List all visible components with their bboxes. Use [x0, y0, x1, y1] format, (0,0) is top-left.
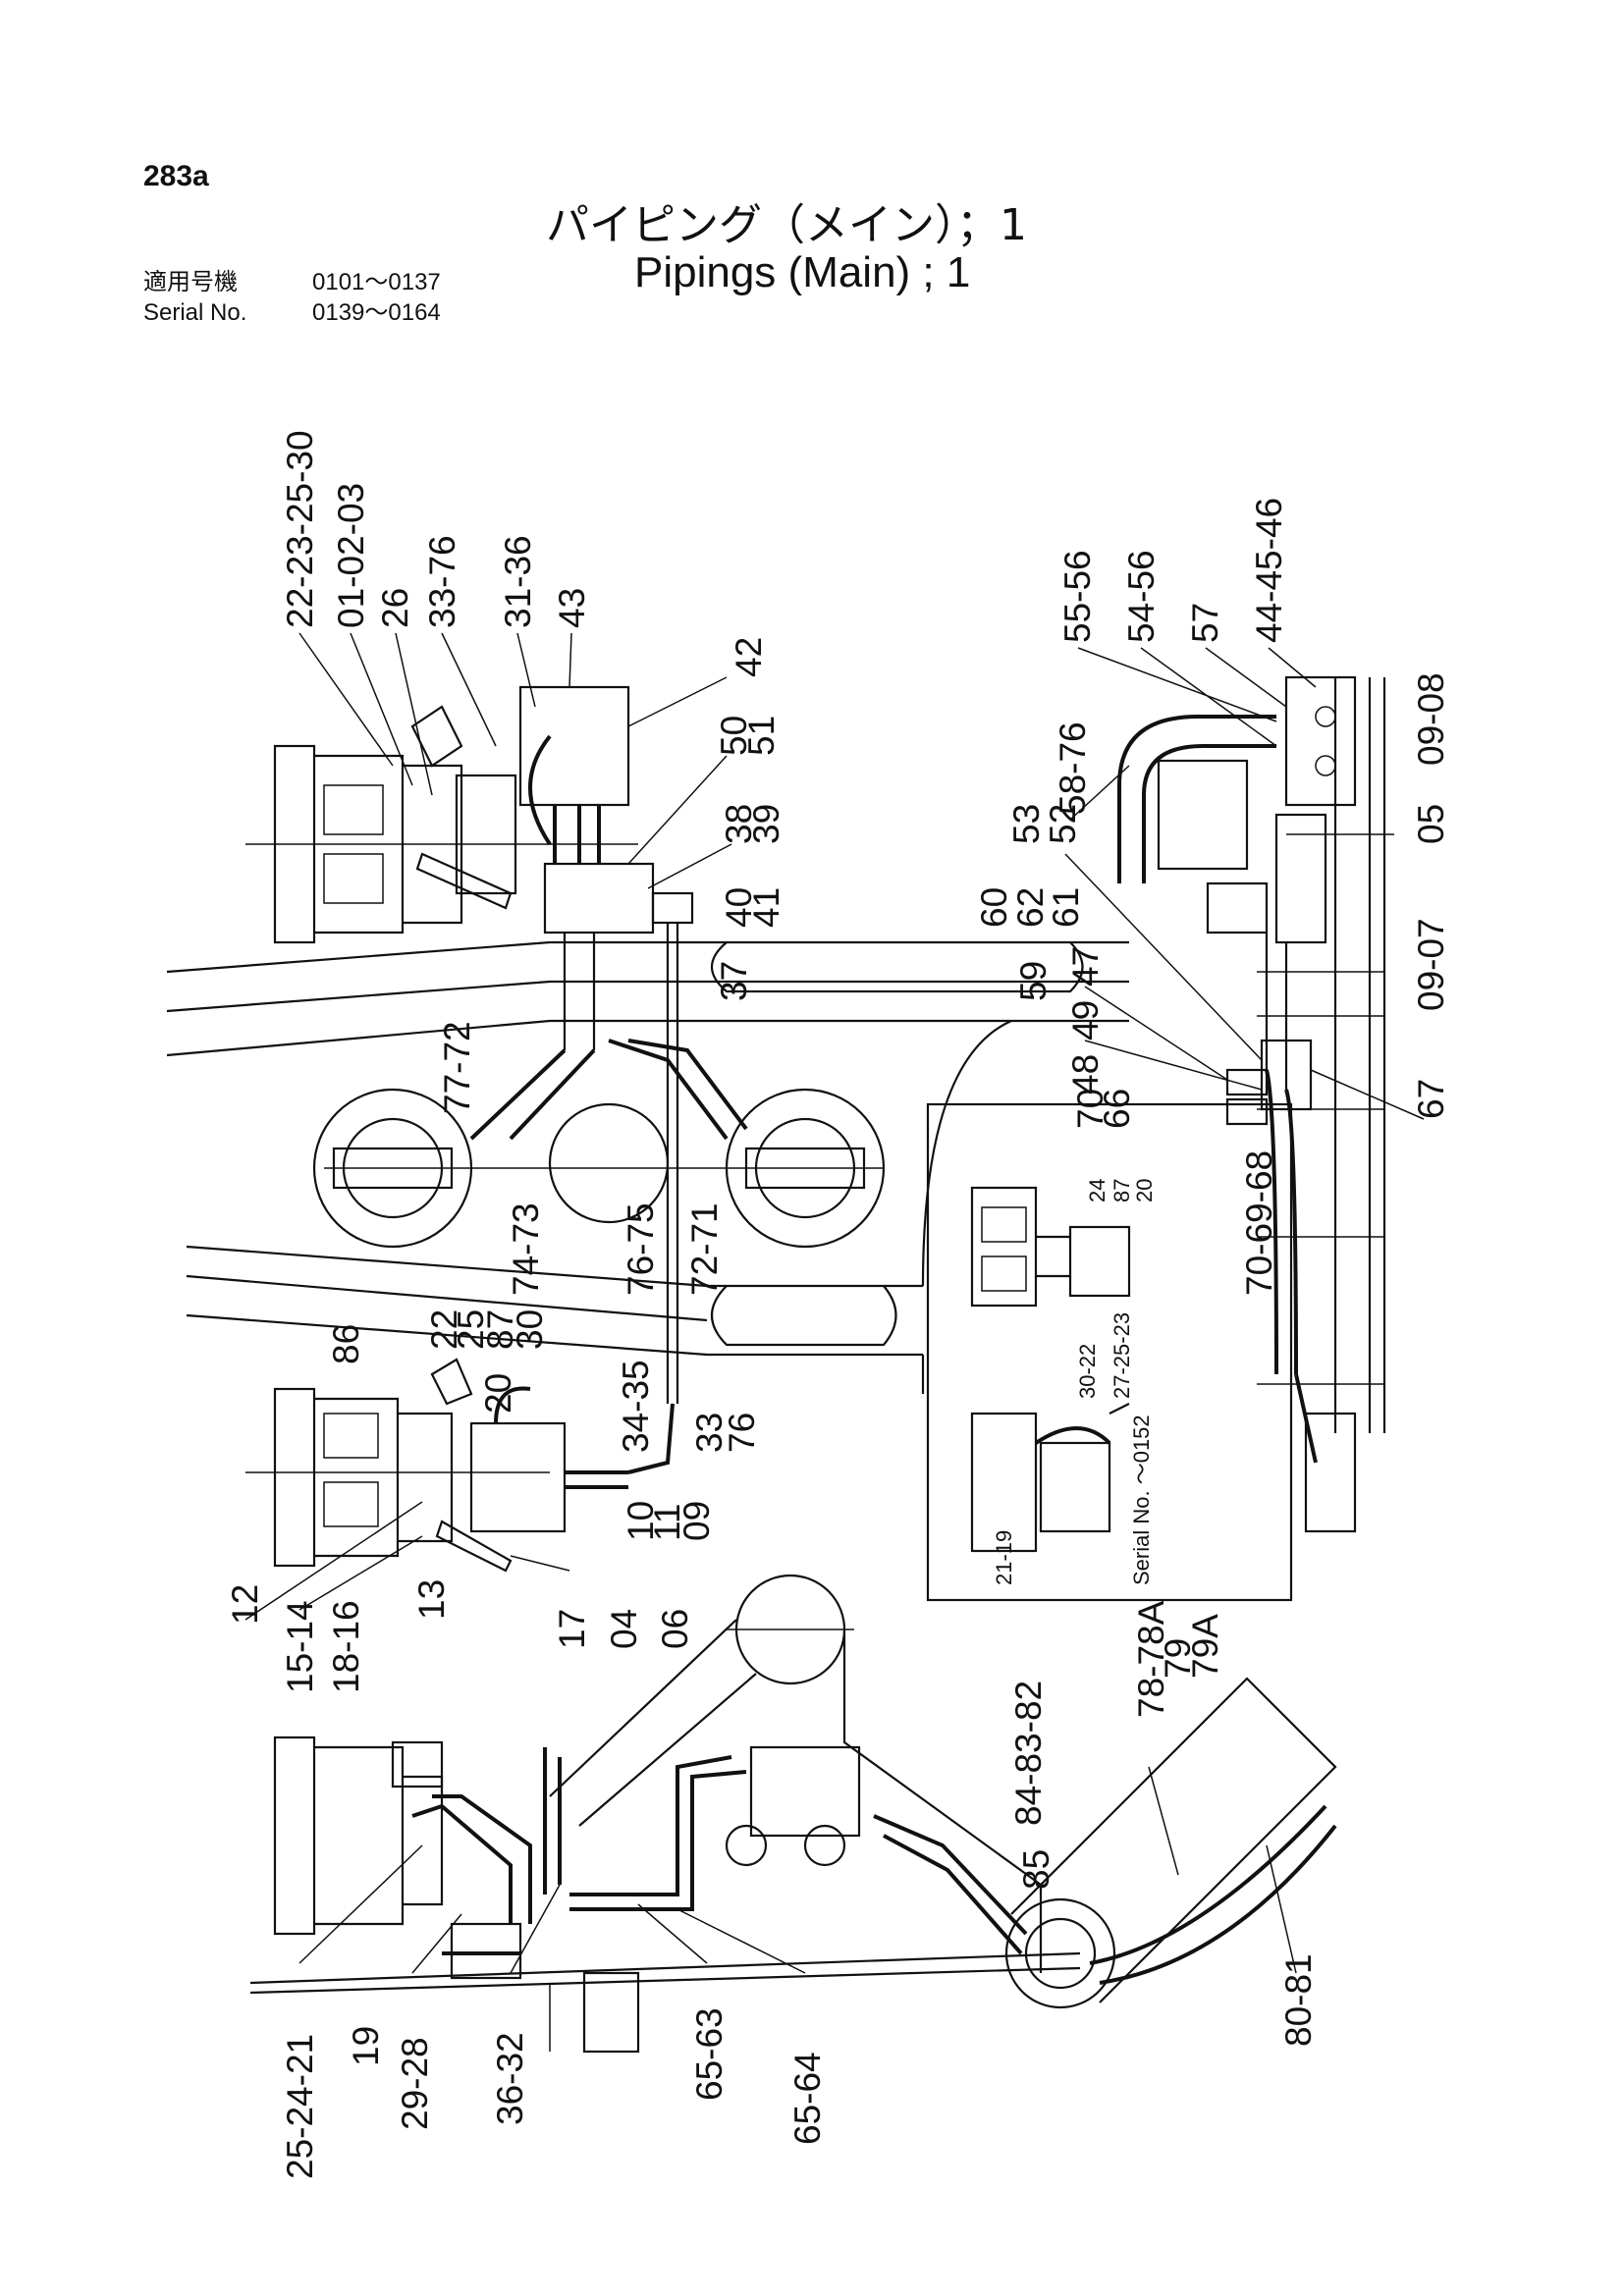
callout-20: 20 [478, 1373, 518, 1414]
page-title-english: Pipings (Main) ; 1 [634, 248, 971, 296]
callout-29-28: 29-28 [395, 2037, 435, 2130]
callout-05: 05 [1411, 804, 1451, 844]
callout-85: 85 [1016, 1849, 1056, 1890]
callout-50: 50 [714, 716, 754, 756]
callout-04: 04 [604, 1609, 644, 1649]
callout-25-24-21: 25-24-21 [280, 2034, 320, 2179]
upper-pump-assembly [245, 685, 694, 1404]
callout-15-14: 15-14 [280, 1600, 320, 1693]
callout-13: 13 [411, 1579, 452, 1620]
callouts-top-right: 55-56 54-56 57 44-45-46 58-76 09-08 05 5… [974, 498, 1451, 1296]
callout-80-81: 80-81 [1278, 1953, 1319, 2047]
page-title-japanese: パイピング（メイン）；1 [546, 200, 1027, 250]
callout-87: 87 [480, 1309, 520, 1350]
callout-44-45-46: 44-45-46 [1249, 498, 1289, 643]
inset-serial-note: Serial No. ～0152 [1129, 1415, 1154, 1585]
callouts-mid-left: 86 22 25 87 30 20 34-35 33 76 10 11 09 1… [225, 1309, 762, 1693]
callout-72-71: 72-71 [684, 1202, 725, 1296]
callout-65-64: 65-64 [787, 2052, 828, 2145]
callout-76-75: 76-75 [621, 1202, 661, 1296]
callout-18-16: 18-16 [326, 1600, 366, 1693]
callout-09-08: 09-08 [1411, 672, 1451, 766]
callout-37: 37 [714, 961, 754, 1001]
lower-assembly [249, 1574, 1337, 2054]
frame-lines [166, 677, 1386, 1433]
callout-38: 38 [719, 804, 759, 844]
callout-51: 51 [741, 716, 782, 756]
serial-range-1: 0101～0137 [312, 269, 441, 295]
callout-43: 43 [552, 588, 592, 628]
callout-55-56: 55-56 [1057, 550, 1098, 643]
serial-label-english: Serial No. [143, 299, 247, 326]
callout-78-78A: 78-78A [1131, 1600, 1171, 1718]
travel-motors [312, 933, 886, 1249]
callout-66: 66 [1097, 1089, 1137, 1129]
callout-30: 30 [510, 1309, 550, 1350]
inset-callout-24: 24 [1085, 1179, 1109, 1202]
callout-52: 52 [1043, 804, 1083, 844]
callout-22-23-25-30: 22-23-25-30 [280, 430, 320, 628]
inset-callout-20: 20 [1132, 1179, 1157, 1202]
inset-panel [926, 1102, 1293, 1602]
callout-86: 86 [326, 1324, 366, 1364]
callout-26: 26 [375, 588, 415, 628]
callout-84-83-82: 84-83-82 [1008, 1681, 1049, 1826]
callout-54-56: 54-56 [1121, 550, 1162, 643]
callout-12: 12 [225, 1584, 265, 1625]
callout-60: 60 [974, 887, 1014, 928]
callout-70-69-68: 70-69-68 [1239, 1150, 1279, 1296]
callout-09-07: 09-07 [1411, 918, 1451, 1011]
callout-76: 76 [722, 1413, 762, 1453]
serial-number-block: 適用号機 0101～0137 Serial No. 0139～0164 [143, 267, 441, 328]
callout-79A: 79A [1185, 1614, 1225, 1679]
callout-74-73: 74-73 [506, 1202, 546, 1296]
page-number: 283a [143, 160, 209, 192]
inset-callout-27-25-23: 27-25-23 [1109, 1312, 1134, 1399]
callouts-inset: 24 87 20 30-22 27-25-23 21-19 Serial No.… [992, 1179, 1157, 1585]
callout-09: 09 [676, 1501, 717, 1541]
callout-11: 11 [647, 1504, 687, 1541]
callout-33-76: 33-76 [422, 535, 462, 628]
inset-callout-87: 87 [1109, 1179, 1134, 1202]
serial-range-2: 0139～0164 [312, 299, 441, 326]
callout-17: 17 [552, 1609, 592, 1649]
callout-48: 48 [1065, 1054, 1106, 1095]
callout-67: 67 [1411, 1079, 1451, 1119]
callout-47: 47 [1065, 946, 1106, 987]
callout-31-36: 31-36 [498, 535, 538, 628]
mid-pump-assembly [245, 1358, 675, 1573]
callouts-top-left: 22-23-25-30 01-02-03 26 33-76 31-36 43 4… [280, 430, 786, 1296]
callout-65-63: 65-63 [689, 2007, 730, 2101]
callout-41: 41 [746, 887, 786, 928]
inset-callout-21-19: 21-19 [992, 1530, 1016, 1585]
callout-40: 40 [719, 887, 759, 928]
leader-lines [244, 632, 1425, 1974]
callout-58-76: 58-76 [1053, 721, 1093, 815]
callout-49: 49 [1065, 1000, 1106, 1041]
callout-36-32: 36-32 [490, 2032, 530, 2125]
callout-61: 61 [1046, 887, 1086, 928]
callout-79: 79 [1158, 1638, 1198, 1679]
callouts-bottom: 84-83-82 78-78A 79 79A 85 80-81 25-24-21… [280, 1600, 1319, 2179]
callout-22: 22 [424, 1309, 464, 1350]
callout-25: 25 [451, 1309, 491, 1350]
callout-06: 06 [655, 1609, 695, 1649]
callout-34-35: 34-35 [616, 1360, 656, 1453]
callout-01-02-03: 01-02-03 [331, 483, 371, 628]
callout-42: 42 [729, 637, 769, 677]
callout-57: 57 [1185, 603, 1225, 643]
right-swing-piping [1117, 675, 1394, 1533]
callout-39: 39 [746, 804, 786, 844]
serial-label-japanese: 適用号機 [143, 269, 238, 295]
callout-77-72: 77-72 [437, 1021, 477, 1114]
callout-70: 70 [1070, 1089, 1110, 1129]
callout-19: 19 [346, 2026, 386, 2066]
callout-53: 53 [1006, 804, 1047, 844]
callout-62: 62 [1010, 887, 1051, 928]
callout-33: 33 [689, 1413, 730, 1453]
callout-59: 59 [1013, 961, 1054, 1001]
callout-10: 10 [621, 1501, 661, 1541]
inset-callout-30-22: 30-22 [1075, 1344, 1100, 1399]
